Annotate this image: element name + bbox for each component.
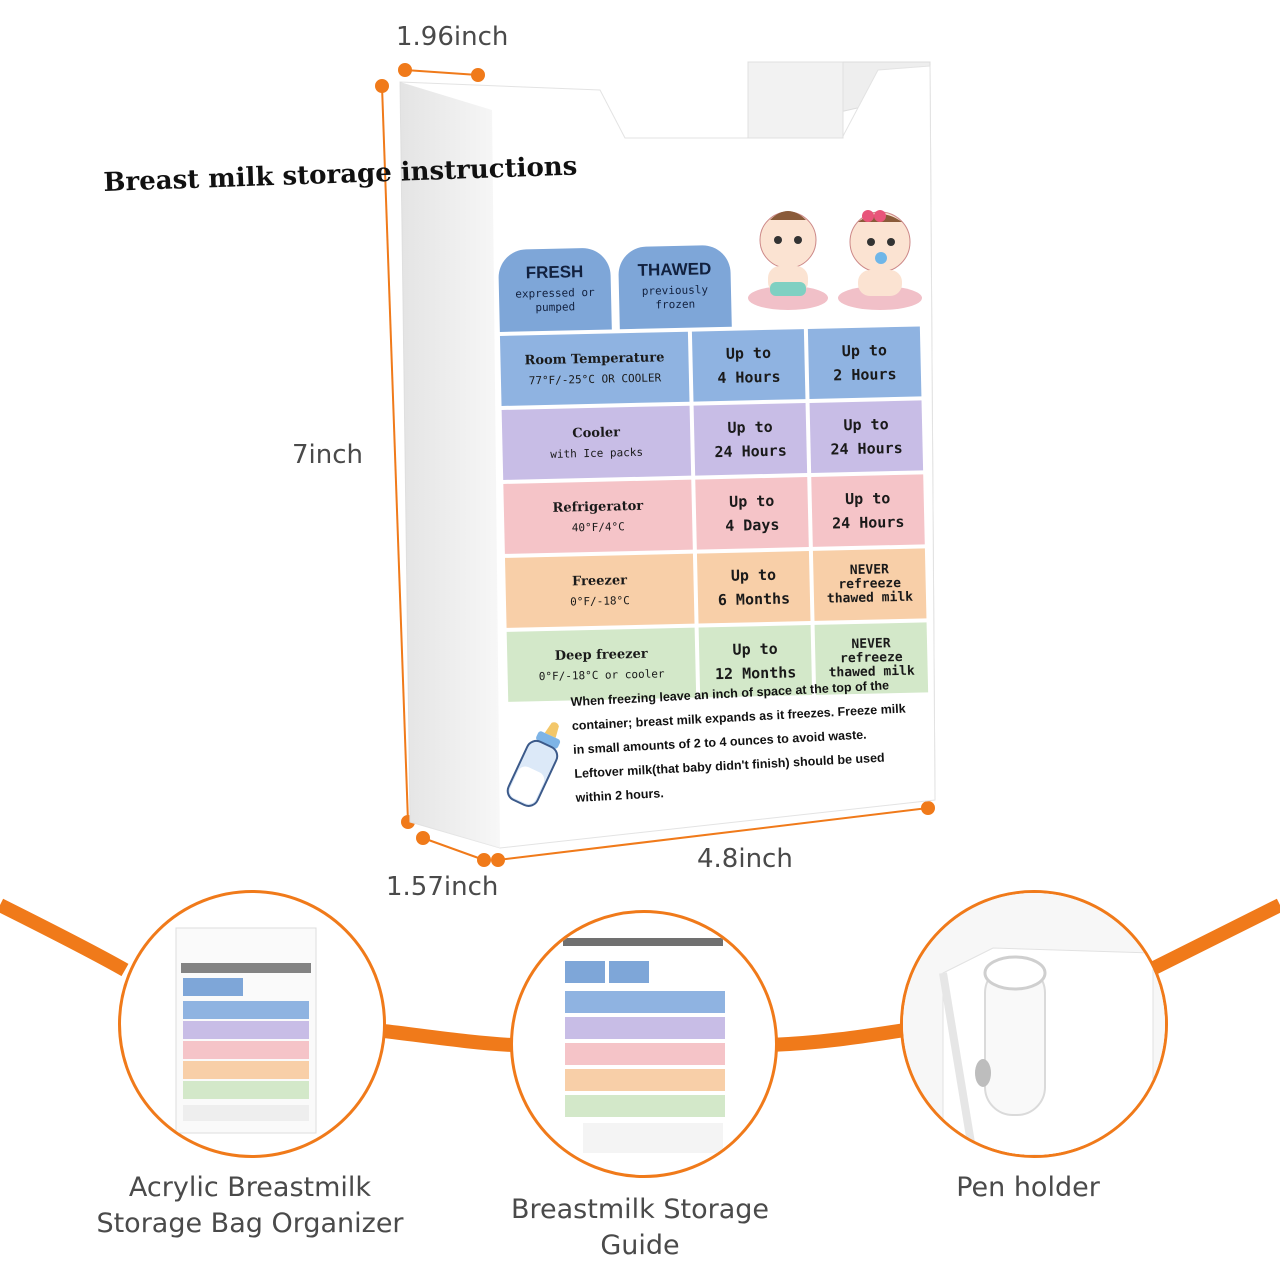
row-name: Room Temperature <box>524 350 665 369</box>
thickness-label: 1.57inch <box>386 872 499 902</box>
baby-bottle-illustration <box>506 722 561 807</box>
row-sub: 0°F/-18°C <box>570 594 630 609</box>
organizer-caption-line1: Acrylic Breastmilk <box>128 1172 372 1203</box>
thawed-value-line: Up to <box>841 341 888 361</box>
fresh-value-line: Up to <box>728 491 775 511</box>
row-name: Freezer <box>571 573 628 590</box>
guide-caption-line1: Breastmilk Storage <box>510 1194 769 1225</box>
fresh-value-line: Up to <box>732 639 778 659</box>
row-name: Cooler <box>572 425 621 442</box>
table-row: Refrigerator 40°F/4°C Up to 4 Days Up to 24… <box>503 474 925 554</box>
fresh-cell: Up to 4 Days <box>695 477 809 550</box>
thawed-cell: Up to 24 Hours <box>811 474 925 547</box>
row-sub: 40°F/4°C <box>571 520 625 535</box>
table-row: Cooler with Ice packs Up to 24 Hours Up to… <box>501 400 924 480</box>
depth-label: 1.96inch <box>396 22 509 52</box>
thawed-value-line: Up to <box>844 489 891 509</box>
row-sub: with Ice packs <box>550 445 644 461</box>
fresh-header: FRESH expressed or pumped <box>498 247 612 332</box>
row-name: Deep freezer <box>554 646 648 664</box>
pen-holder-thumbnail <box>903 893 1165 1155</box>
thawed-value-line: thawed milk <box>826 589 914 607</box>
guide-circle <box>510 910 778 1178</box>
guide-thumbnail <box>558 931 733 1161</box>
fresh-value-line: 4 Hours <box>717 367 781 388</box>
thawed-value-line: 24 Hours <box>831 512 905 533</box>
row-sub: 77°F/-25°C OR COOLER <box>528 371 662 388</box>
thawed-header: THAWED previously frozen <box>617 244 732 330</box>
fresh-value-line: 6 Months <box>717 589 791 610</box>
guide-caption: Breastmilk Storage Guide <box>460 1192 820 1264</box>
babies-illustration <box>748 210 922 310</box>
organizer-caption-line2: Storage Bag Organizer <box>96 1208 404 1239</box>
fresh-value-line: Up to <box>727 417 773 437</box>
table-row: Room Temperature 77°F/-25°C OR COOLER Up … <box>499 326 922 406</box>
row-name: Refrigerator <box>552 498 644 516</box>
thawed-cell: Up to 2 Hours <box>807 326 922 399</box>
pen-holder-caption-line1: Pen holder <box>956 1172 1100 1203</box>
thawed-header-title: THAWED <box>637 259 712 280</box>
width-label: 4.8inch <box>697 844 793 874</box>
fresh-header-sub: expressed or pumped <box>515 285 595 315</box>
fresh-cell: Up to 6 Months <box>696 551 811 624</box>
organizer-caption: Acrylic Breastmilk Storage Bag Organizer <box>60 1170 440 1242</box>
row-label-cell: Freezer 0°F/-18°C <box>504 553 695 628</box>
storage-note: When freezing leave an inch of space at … <box>570 678 906 805</box>
organizer-circle <box>118 890 386 1158</box>
thawed-value-line: 2 Hours <box>833 364 897 385</box>
guide-caption-line2: Guide <box>600 1230 680 1261</box>
row-sub: 0°F/-18°C or cooler <box>538 667 665 684</box>
row-label-cell: Cooler with Ice packs <box>501 405 692 480</box>
fresh-cell: Up to 4 Hours <box>691 329 806 402</box>
row-label-cell: Room Temperature 77°F/-25°C OR COOLER <box>499 331 690 406</box>
fresh-cell: Up to 24 Hours <box>693 403 808 476</box>
organizer-thumbnail <box>175 927 317 1134</box>
thawed-value-line: Up to <box>843 415 889 435</box>
fresh-value-line: Up to <box>725 343 772 363</box>
thawed-header-sub: previously frozen <box>641 283 709 312</box>
thawed-cell: Up to 24 Hours <box>809 400 924 473</box>
height-label: 7inch <box>292 440 364 470</box>
pen-holder-caption: Pen holder <box>900 1170 1156 1206</box>
pen-holder-circle <box>900 890 1168 1158</box>
thawed-value-line: 24 Hours <box>830 438 903 459</box>
fresh-value-line: 4 Days <box>725 515 780 535</box>
fresh-value-line: 24 Hours <box>714 441 787 462</box>
fresh-header-title: FRESH <box>525 262 584 283</box>
row-label-cell: Refrigerator 40°F/4°C <box>503 479 693 554</box>
fresh-value-line: Up to <box>730 565 777 585</box>
